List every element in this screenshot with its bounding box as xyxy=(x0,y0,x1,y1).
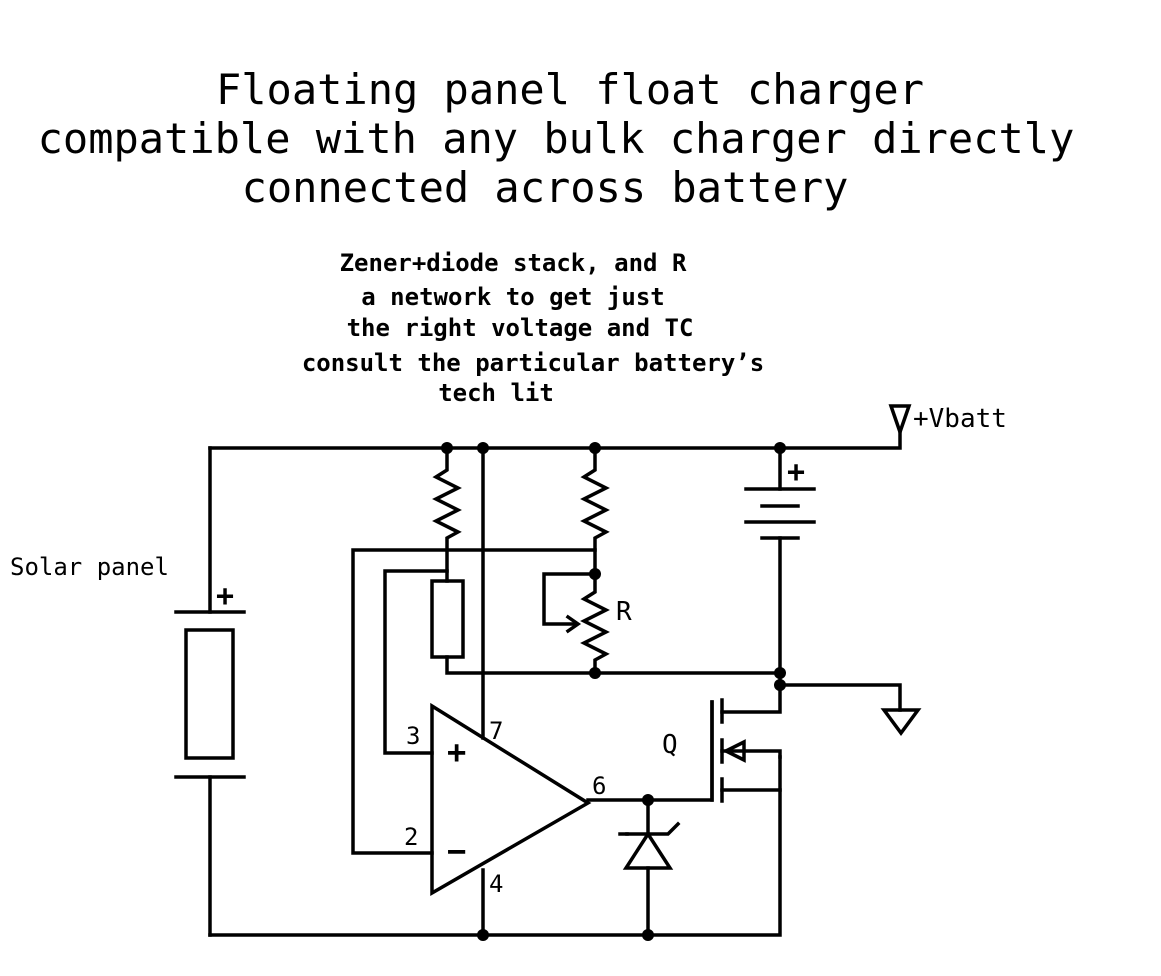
mosfet-q xyxy=(710,698,782,803)
panel-plus-sign: + xyxy=(216,579,234,614)
resistor-r1 xyxy=(432,446,462,583)
pin-3-label: 3 xyxy=(406,722,420,750)
note-line-1: Zener+diode stack, and R xyxy=(340,249,687,277)
potentiometer-r xyxy=(542,572,610,675)
title-line-1: Floating panel float charger xyxy=(216,65,924,114)
pin-2-label: 2 xyxy=(404,823,418,851)
ground-wire xyxy=(720,671,782,714)
pin-7-label: 7 xyxy=(489,717,503,745)
opamp-minus-sign: − xyxy=(447,832,466,870)
ground-symbol xyxy=(880,708,922,736)
opamp-symbol xyxy=(430,702,592,897)
design-note: Zener+diode stack, and R a network to ge… xyxy=(302,249,764,407)
ground-branch-wire xyxy=(778,683,902,712)
stack-to-node-wire xyxy=(445,655,782,675)
note-line-4: consult the particular battery’s xyxy=(302,349,764,377)
battery-symbol xyxy=(744,446,816,675)
title-line-3: connected across battery xyxy=(242,163,849,212)
diagram-title: Floating panel float charger compatible … xyxy=(38,65,1075,212)
note-line-2: a network to get just xyxy=(361,283,664,311)
gate-drive-wire xyxy=(586,700,714,802)
zener-diode-stack xyxy=(430,579,465,659)
top-rail-wire xyxy=(208,430,902,450)
noninverting-input-wire xyxy=(383,569,449,755)
inverting-input-wire xyxy=(351,548,597,855)
title-line-2: compatible with any bulk charger directl… xyxy=(38,114,1075,163)
pot-label: R xyxy=(616,597,632,627)
pin-6-label: 6 xyxy=(592,772,606,800)
vbatt-terminal-symbol xyxy=(888,404,912,438)
pin-4-label: 4 xyxy=(489,870,503,898)
vbatt-label: +Vbatt xyxy=(913,404,1007,434)
bottom-rail-wire xyxy=(208,755,782,937)
battery-plus-sign: + xyxy=(787,455,805,490)
resistor-r2 xyxy=(580,446,610,576)
note-line-5: tech lit xyxy=(438,379,554,407)
note-line-3: the right voltage and TC xyxy=(347,314,694,342)
solar-panel-label: Solar panel xyxy=(10,553,169,581)
mosfet-label: Q xyxy=(662,730,678,760)
opamp-plus-sign: + xyxy=(447,733,466,771)
junction-dots xyxy=(441,442,786,941)
gate-zener-diode xyxy=(618,798,681,937)
solar-panel-symbol xyxy=(174,446,246,937)
